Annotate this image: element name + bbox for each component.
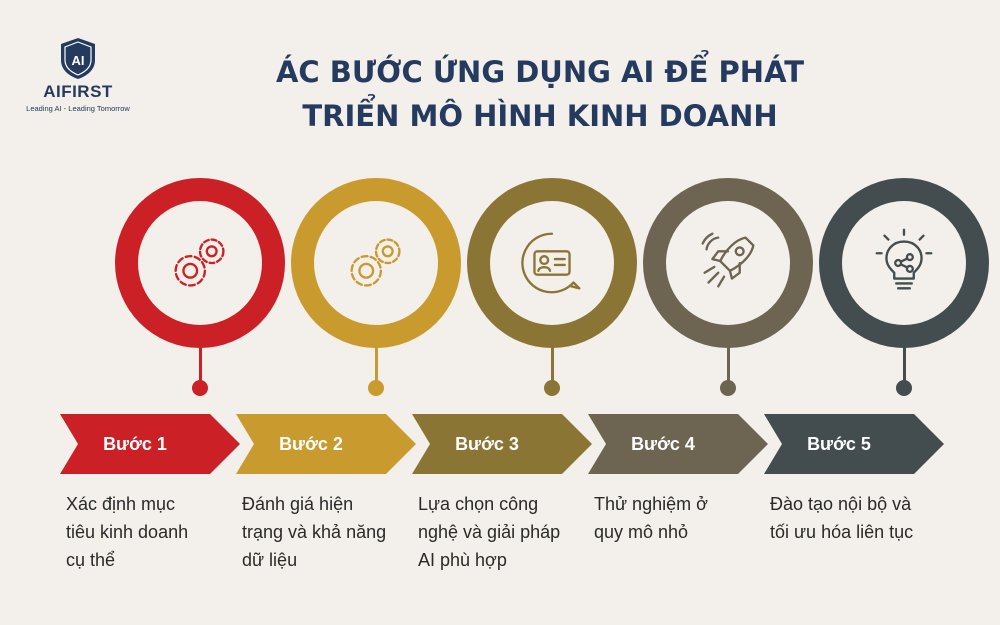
logo-name: AIFIRST [43,82,113,101]
gears-icon [350,238,401,287]
step-1-arrow [60,414,240,474]
step-3: Bước 3 Lựa chọn công nghệ và giải pháp A… [412,178,637,598]
title-line-1: ÁC BƯỚC ỨNG DỤNG AI ĐỂ PHÁT [275,55,805,89]
step-3-ring [467,178,637,348]
step-1-ring [115,178,285,348]
step-5-label: Bước 5 [807,433,871,454]
step-1-dot [192,380,208,396]
logo-mark: AI [72,53,85,68]
lightbulb-icon [875,228,933,290]
page-title: ÁC BƯỚC ỨNG DỤNG AI ĐỂ PHÁT TRIỂN MÔ HÌN… [240,50,840,138]
step-3-arrow [412,414,592,474]
step-2-label: Bước 2 [279,433,343,454]
shield-logo-icon: AI [61,38,95,79]
step-2-description: Đánh giá hiện trạng và khả năng dữ liệu [242,494,387,570]
step-1-description: Xác định mục tiêu kinh doanh cụ thể [66,494,189,570]
gears-icon [174,238,225,287]
step-1: Bước 1 Xác định mục tiêu kinh doanh cụ t… [60,178,285,598]
step-4-description: Thử nghiệm ở quy mô nhỏ [594,494,708,542]
step-2: Bước 2 Đánh giá hiện trạng và khả năng d… [236,178,461,598]
step-3-label: Bước 3 [455,433,519,454]
logo-tagline: Leading AI - Leading Tomorrow [26,104,130,113]
step-5-description: Đào tạo nội bộ và tối ưu hóa liên tục [770,494,914,542]
step-4-label: Bước 4 [631,433,695,454]
title-line-2: TRIỂN MÔ HÌNH KINH DOANH [302,99,778,133]
step-4-dot [720,380,736,396]
step-4-arrow [588,414,768,474]
step-1-label: Bước 1 [103,433,167,454]
step-5: Bước 5 Đào tạo nội bộ và tối ưu hóa liên… [764,178,989,598]
step-3-description: Lựa chọn công nghệ và giải pháp AI phù h… [418,494,561,570]
step-4-ring [643,178,813,348]
step-5-arrow [764,414,944,474]
step-2-ring [291,178,461,348]
brand-logo: AI AIFIRST Leading AI - Leading Tomorrow [18,36,138,113]
step-2-arrow [236,414,416,474]
step-4: Bước 4 Thử nghiệm ở quy mô nhỏ [588,178,813,598]
step-2-dot [368,380,384,396]
chat-card-icon [521,232,581,294]
step-3-dot [544,380,560,396]
step-5-dot [896,380,912,396]
rocket-icon [701,232,755,288]
step-5-ring [819,178,989,348]
